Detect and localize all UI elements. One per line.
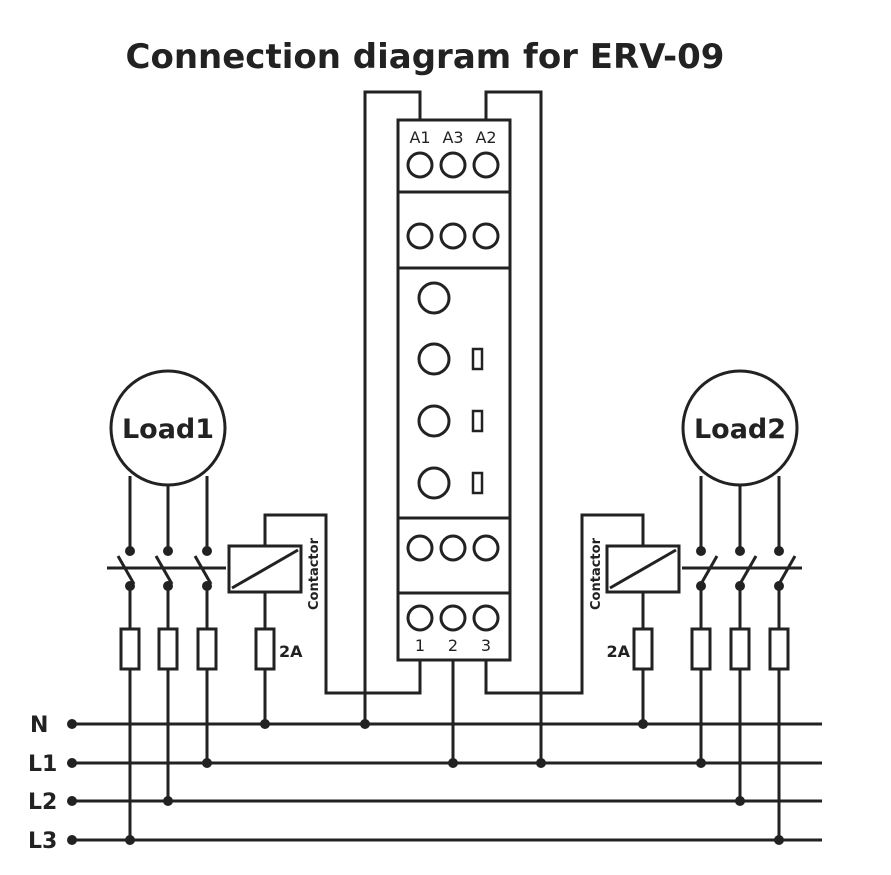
- fuse-l1-right: [690, 627, 712, 671]
- line-label-l2: L2: [28, 790, 57, 815]
- fuse-2a-left-label: 2A: [279, 642, 303, 661]
- terminal-2: [439, 604, 467, 632]
- terminal-a2: [472, 151, 500, 179]
- fuse-l2-left: [157, 627, 179, 671]
- device-wiring: [263, 90, 645, 768]
- contactor-left-label: Contactor: [307, 537, 322, 610]
- fuse-l3-left: [119, 627, 141, 671]
- erv09-device: A1 A3 A2 1 2 3: [396, 118, 512, 662]
- led-3: [471, 471, 484, 495]
- terminal-3: [472, 604, 500, 632]
- load1-circuit: Load1 Contactor 2A: [107, 369, 322, 845]
- diagram-title: Connection diagram for ERV-09: [126, 37, 725, 77]
- knob-3: [417, 404, 451, 438]
- led-1: [471, 347, 484, 371]
- line-label-n: N: [30, 713, 48, 738]
- terminal-label-a3: A3: [442, 128, 463, 147]
- terminal-label-a1: A1: [409, 128, 430, 147]
- fuse-2a-right-label: 2A: [606, 642, 630, 661]
- contactor-right-label: Contactor: [589, 537, 604, 610]
- terminal-label-3: 3: [481, 636, 491, 655]
- terminal-label-1: 1: [415, 636, 425, 655]
- load2-circuit: Load2 Contactor 2A: [589, 369, 802, 845]
- fuse-l2-right: [729, 627, 751, 671]
- knob-2: [417, 342, 451, 376]
- fuse-l1-left: [196, 627, 218, 671]
- terminal-a1: [406, 151, 434, 179]
- fuse-2a-left: [254, 627, 276, 671]
- load2-label: Load2: [694, 414, 786, 445]
- fuse-l3-right: [768, 627, 790, 671]
- load1-label: Load1: [122, 414, 214, 445]
- line-label-l3: L3: [28, 829, 57, 854]
- terminal-1: [406, 604, 434, 632]
- supply-lines: N L1 L2 L3: [28, 713, 822, 854]
- fuse-2a-right: [632, 627, 654, 671]
- line-label-l1: L1: [28, 752, 57, 777]
- knob-4: [417, 466, 451, 500]
- terminal-label-a2: A2: [475, 128, 496, 147]
- led-2: [471, 409, 484, 433]
- terminal-a3: [439, 151, 467, 179]
- knob-1: [417, 281, 451, 315]
- terminal-label-2: 2: [448, 636, 458, 655]
